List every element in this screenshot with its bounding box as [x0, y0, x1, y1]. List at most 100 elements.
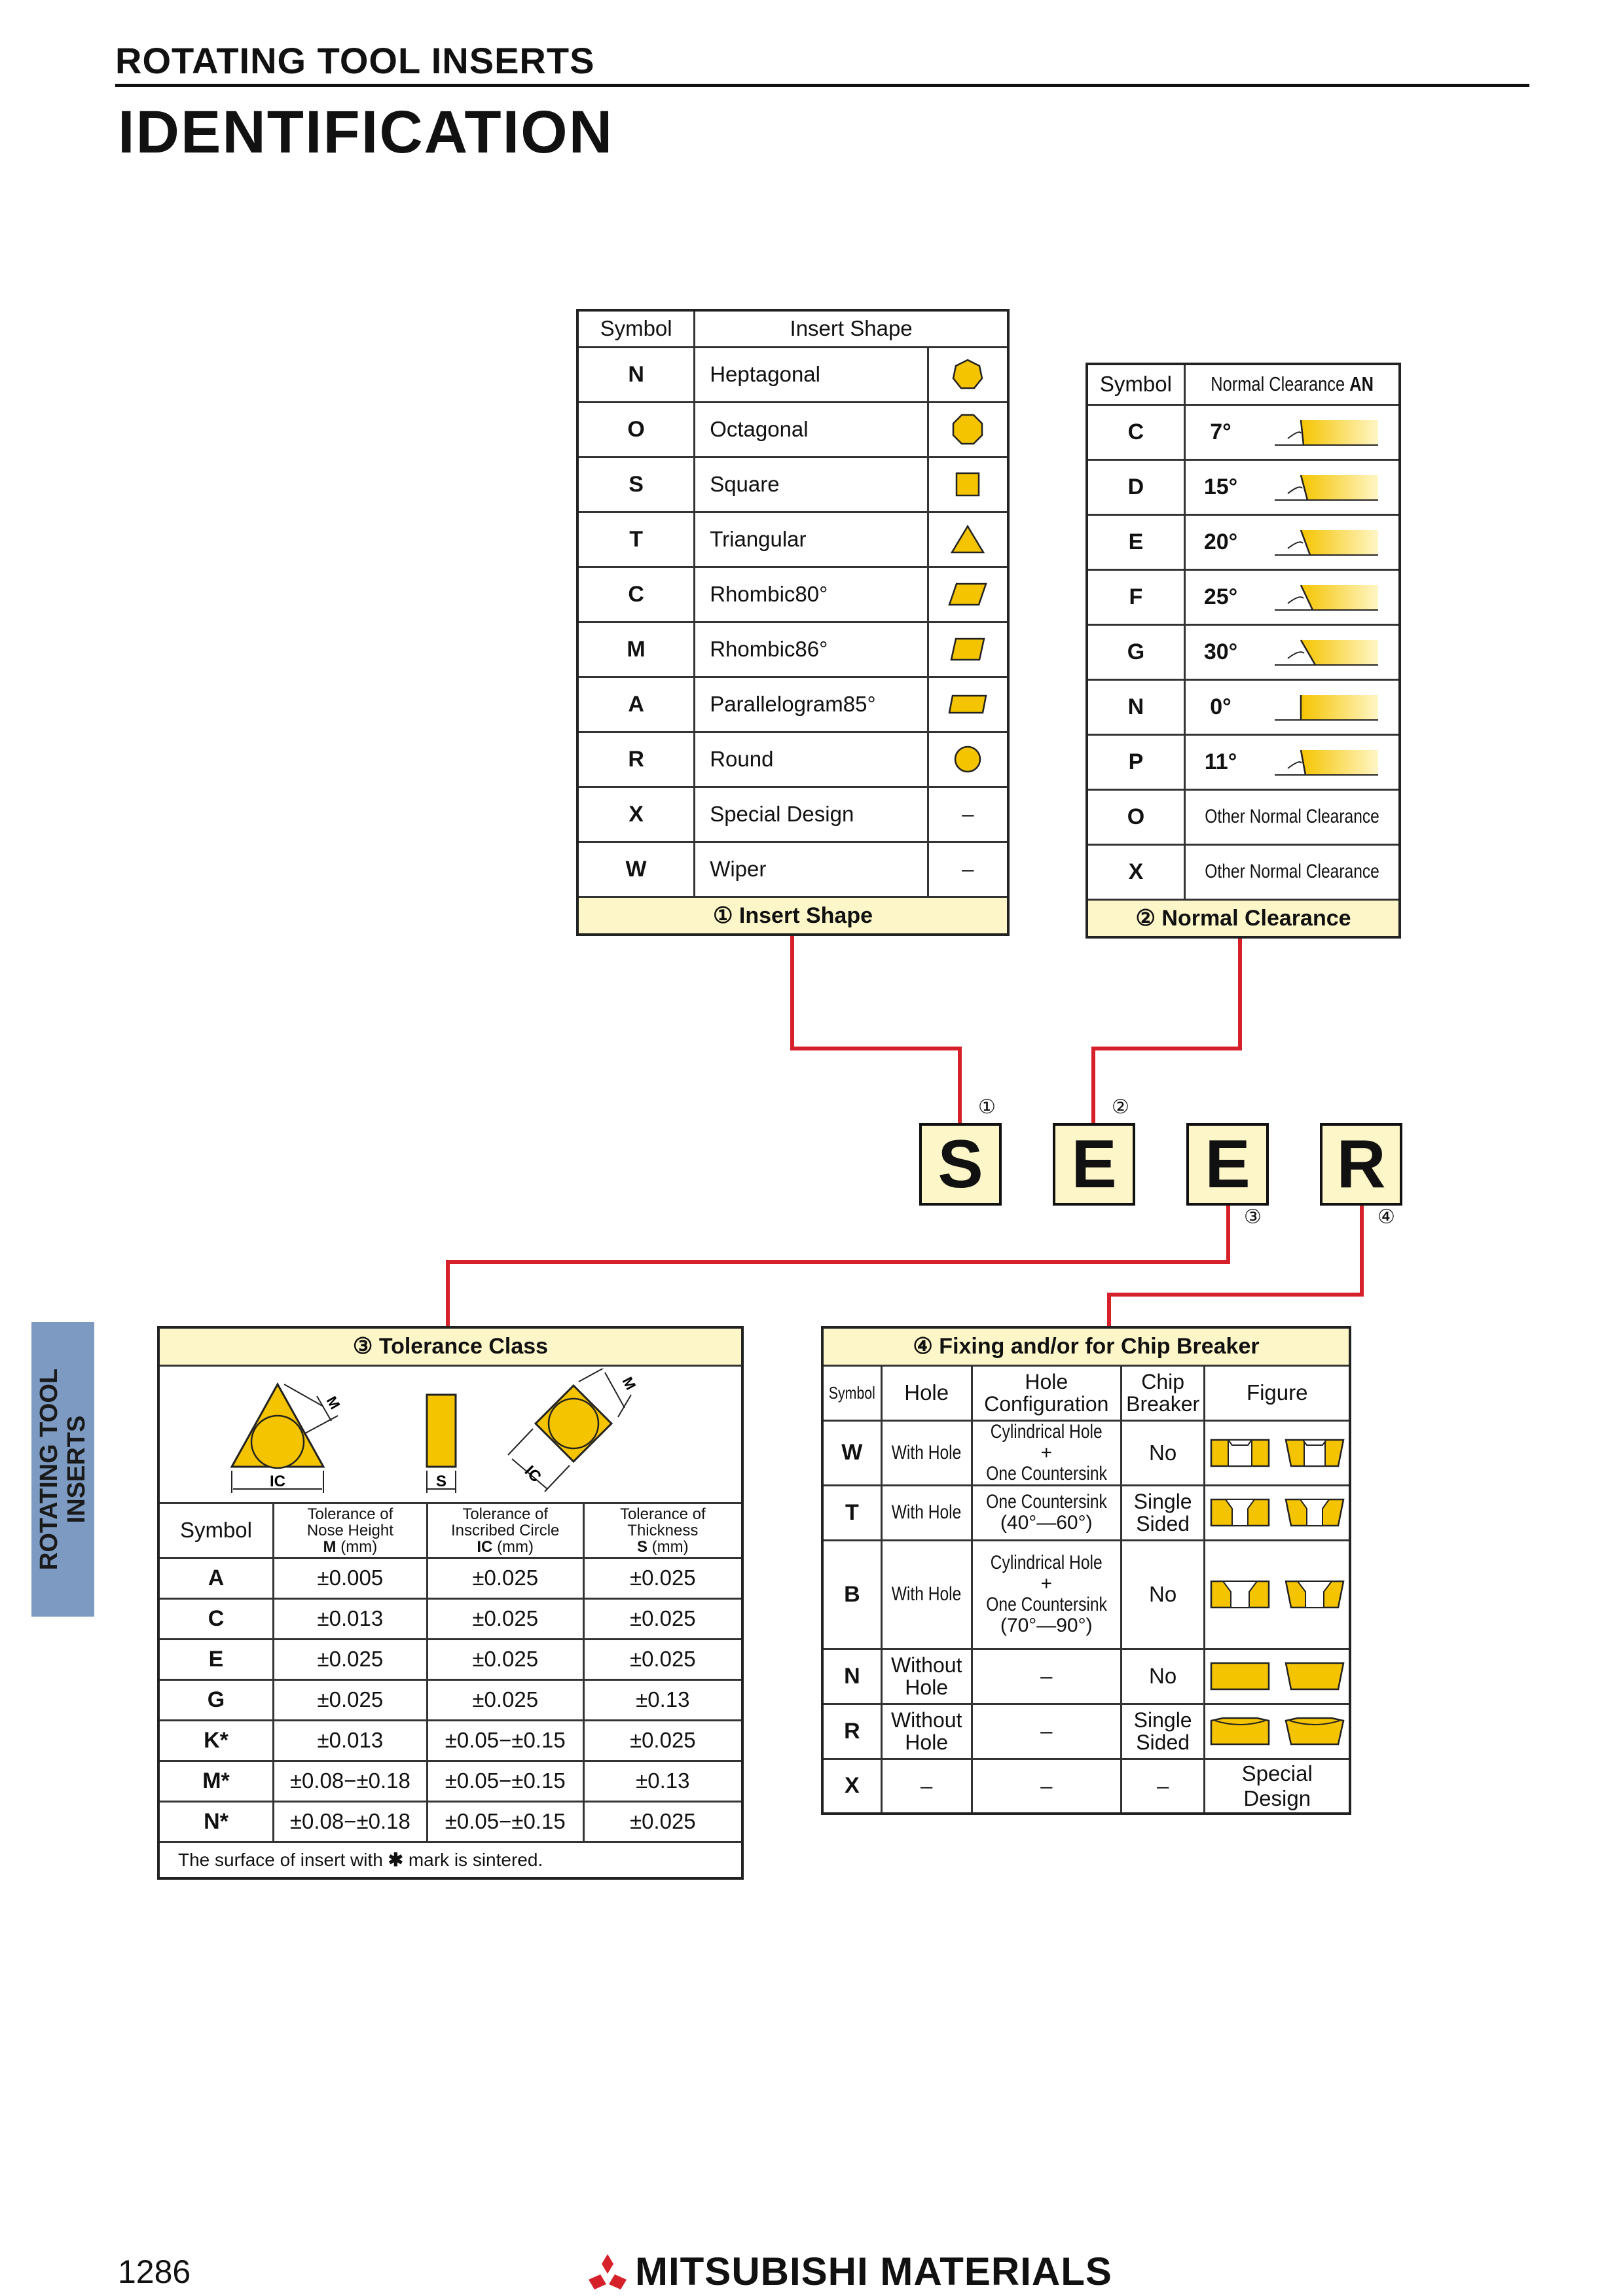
table-row: C 7° — [1085, 403, 1401, 461]
code-letter-1: S — [919, 1123, 1002, 1206]
connector-3 — [446, 1203, 1230, 1326]
table-row: N Heptagonal — [576, 346, 1010, 403]
insert-shape-caption: ① Insert Shape — [576, 895, 1010, 936]
shape-symbol: C — [576, 565, 696, 623]
shape-symbol: T — [576, 511, 696, 568]
triangle-insert-figure — [230, 1382, 338, 1493]
shape-symbol: N — [576, 346, 696, 403]
col-insert-shape: Insert Shape — [693, 309, 1010, 348]
clearance-angle: Other Normal Clearance — [1183, 843, 1401, 901]
triangle-icon — [926, 511, 1010, 568]
table-row: E±0.025±0.025±0.025 — [157, 1638, 744, 1681]
table-row: A Parallelogram85° — [576, 675, 1010, 733]
insert-section-figure — [1203, 1702, 1351, 1760]
code-mark-1: ① — [978, 1096, 996, 1118]
shape-name: Special Design — [693, 785, 929, 843]
table-row: X Special Design – — [576, 785, 1010, 843]
tolerance-diagram: M IC S — [157, 1364, 744, 1504]
normal-clearance-caption: ② Normal Clearance — [1085, 898, 1401, 939]
table-row: B With Hole Cylindrical Hole+One Counter… — [821, 1539, 1351, 1650]
col-normal-clearance-abbr: AN — [1349, 372, 1374, 396]
shape-name: Octagonal — [693, 401, 929, 458]
code-letter-3: E — [1186, 1123, 1269, 1206]
header-title: ROTATING TOOL INSERTS — [115, 40, 595, 81]
table-row: X Other Normal Clearance — [1085, 843, 1401, 901]
clearance-symbol: D — [1085, 458, 1186, 516]
table-row: G±0.025±0.025±0.13 — [157, 1678, 744, 1721]
dim-m2-label: M — [619, 1374, 640, 1393]
shape-name: Rhombic86° — [693, 620, 929, 678]
table-row: S Square — [576, 456, 1010, 513]
header-rule — [115, 84, 1529, 87]
fixing-caption: ④ Fixing and/or for Chip Breaker — [821, 1326, 1351, 1367]
table-row: T Triangular — [576, 511, 1010, 568]
code-mark-3: ③ — [1244, 1206, 1262, 1228]
three-diamonds-icon — [589, 2253, 627, 2289]
clearance-symbol: P — [1085, 733, 1186, 791]
shape-name: Wiper — [693, 840, 929, 898]
table-row: M Rhombic86° — [576, 620, 1010, 678]
side-tab[interactable]: ROTATING TOOL INSERTS — [31, 1322, 94, 1617]
clearance-angle-text: Other Normal Clearance — [1205, 806, 1379, 827]
table-row: D 15° — [1085, 458, 1401, 516]
connector-2 — [1091, 932, 1242, 1123]
clearance-angle: 7° — [1183, 403, 1256, 461]
shape-name: Rhombic80° — [693, 565, 929, 623]
shape-symbol: W — [576, 840, 696, 898]
table-row: C Rhombic80° — [576, 565, 1010, 623]
insert-section-figure — [1203, 1419, 1351, 1486]
normal-clearance-table: Symbol Normal Clearance AN C 7° D 15° E … — [1085, 363, 1401, 939]
rhombic80-icon — [926, 565, 1010, 623]
shape-symbol: X — [576, 785, 696, 843]
code-mark-4: ④ — [1377, 1206, 1395, 1228]
clearance-angle-text: Other Normal Clearance — [1205, 861, 1379, 882]
clearance-angle-icon — [1256, 403, 1401, 461]
clearance-symbol: E — [1085, 513, 1186, 571]
shape-symbol: A — [576, 675, 696, 733]
table-row: M*±0.08−±0.18±0.05−±0.15±0.13 — [157, 1759, 744, 1803]
dim-ic2-label: IC — [521, 1462, 545, 1486]
clearance-angle-icon — [1256, 458, 1401, 516]
clearance-angle: 15° — [1183, 458, 1256, 516]
clearance-symbol: C — [1085, 403, 1186, 461]
square-icon — [926, 456, 1010, 513]
clearance-angle-icon — [1256, 568, 1401, 626]
rhombic86-icon — [926, 620, 1010, 678]
table-row: O Other Normal Clearance — [1085, 788, 1401, 846]
circle-icon — [926, 730, 1010, 788]
code-letter-2: E — [1053, 1123, 1135, 1206]
insert-section-figure — [1203, 1539, 1351, 1650]
col-normal-clearance-label: Normal Clearance — [1211, 372, 1345, 396]
shape-name: Square — [693, 456, 929, 513]
parallelogram-icon — [926, 675, 1010, 733]
clearance-symbol: X — [1085, 843, 1186, 901]
clearance-angle: 30° — [1183, 623, 1256, 681]
col-figure: Figure — [1203, 1364, 1351, 1422]
table-row: N*±0.08−±0.18±0.05−±0.15±0.025 — [157, 1800, 744, 1843]
insert-section-figure — [1203, 1484, 1351, 1541]
clearance-angle: Other Normal Clearance — [1183, 788, 1401, 846]
clearance-angle: 0° — [1183, 678, 1256, 736]
shape-name: Triangular — [693, 511, 929, 568]
page-number: 1286 — [118, 2253, 191, 2290]
dash-icon: – — [926, 785, 1010, 843]
clearance-symbol: N — [1085, 678, 1186, 736]
clearance-angle: 11° — [1183, 733, 1256, 791]
dim-s-label: S — [436, 1473, 447, 1490]
dash-icon: – — [926, 840, 1010, 898]
brand-logo: MITSUBISHI MATERIALS — [587, 2249, 1112, 2294]
clearance-symbol: G — [1085, 623, 1186, 681]
clearance-angle: 20° — [1183, 513, 1256, 571]
heptagon-icon — [926, 346, 1010, 403]
insert-section-figure — [1203, 1647, 1351, 1705]
code-letter-4: R — [1320, 1123, 1402, 1206]
dim-m-label: M — [323, 1393, 344, 1412]
table-row: P 11° — [1085, 733, 1401, 791]
shape-name: Heptagonal — [693, 346, 929, 403]
